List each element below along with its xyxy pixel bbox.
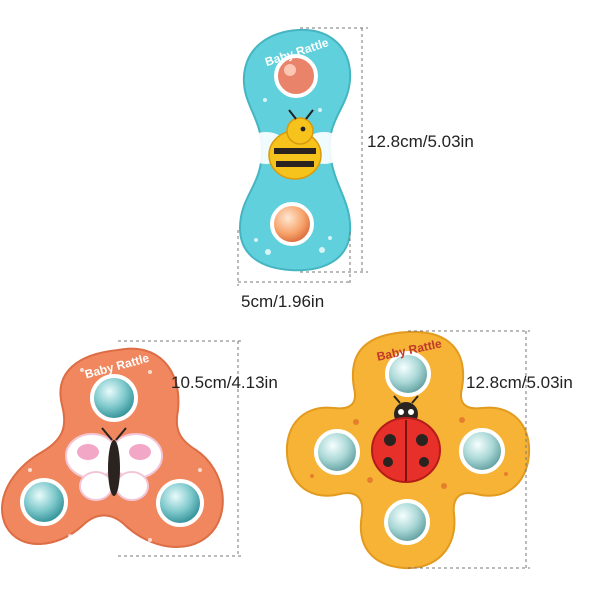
butterfly-height-label: 10.5cm/4.13in <box>171 373 278 392</box>
bee-height-label: 12.8cm/5.03in <box>367 132 474 151</box>
bee-spinner: Baby Rattle <box>238 28 352 272</box>
butterfly-character <box>65 427 163 501</box>
bee-width-label: 5cm/1.96in <box>241 292 325 311</box>
bead-right <box>459 428 505 474</box>
ladybug-dimension-lines <box>408 330 530 569</box>
ladybug-character <box>371 395 441 483</box>
bead-bottom <box>270 202 314 246</box>
bead-left <box>314 429 360 475</box>
butterfly-dimension-lines <box>118 340 242 557</box>
bead-top <box>385 351 431 397</box>
bead-top <box>90 374 138 422</box>
bee-character <box>244 109 346 180</box>
ladybug-spinner: Baby Rattle <box>285 330 531 570</box>
bead-left <box>20 478 68 526</box>
bead-bottom <box>384 499 430 545</box>
butterfly-spinner: Baby Rattle <box>1 347 224 549</box>
bee-dimension-lines <box>237 27 368 286</box>
ladybug-height-label: 12.8cm/5.03in <box>466 373 573 392</box>
bead-right <box>156 479 204 527</box>
